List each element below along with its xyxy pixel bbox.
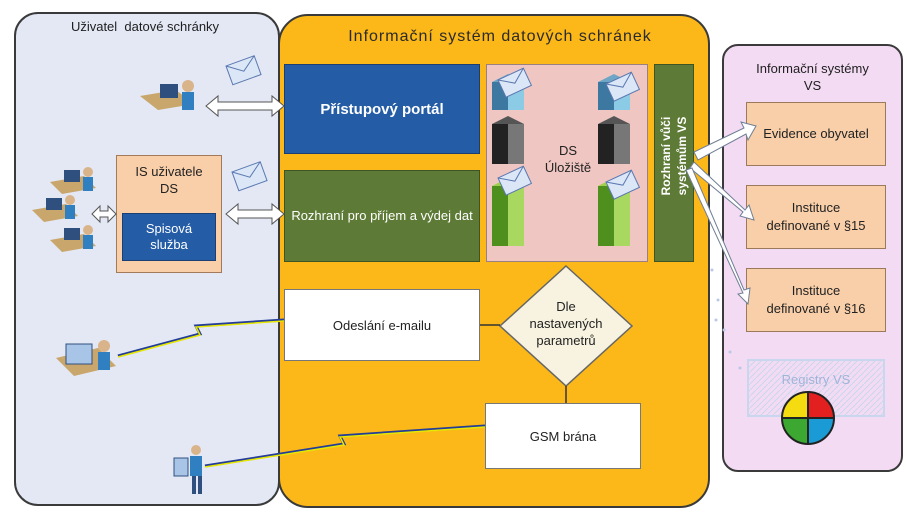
- flow-lines: [480, 324, 567, 403]
- vs-panel-title-line1: Informační systémy: [756, 61, 869, 76]
- decision-label: Dle nastavených parametrů: [506, 298, 626, 349]
- population-register-box: Evidence obyvatel: [746, 102, 886, 166]
- vs-interface-bar: [654, 64, 694, 262]
- institutions-16-line1: Instituce: [791, 283, 841, 298]
- decision-label-line2: nastavených: [529, 316, 603, 331]
- institutions-16-line2: definované v §16: [766, 301, 866, 316]
- storage-label: DS Úložiště: [540, 142, 596, 176]
- vs-panel-title-line2: VS: [803, 78, 822, 93]
- decision-label-line3: parametrů: [536, 333, 596, 348]
- isds-panel-title: Informační systém datových schránek: [348, 28, 652, 45]
- email-user-icon: [56, 340, 116, 376]
- institutions-15-line2: definované v §15: [766, 218, 866, 233]
- user-is-label: IS uživatele DS: [116, 163, 222, 197]
- user-panel-title: Uživatel datové schránky: [70, 19, 220, 34]
- user-is-label-line1: IS uživatele: [135, 164, 203, 179]
- gsm-gateway-box: GSM brána: [485, 403, 641, 469]
- registry-label: Registry VS: [781, 372, 851, 387]
- access-portal-box: Přístupový portál: [284, 64, 480, 154]
- institutions-15-box: Instituce definované v §15: [746, 185, 886, 249]
- email-send-box: Odeslání e-mailu: [284, 289, 480, 361]
- user-workstation-icon: [140, 80, 194, 110]
- double-arrow-users: [91, 204, 117, 224]
- lightning-links: [117, 318, 486, 468]
- mobile-user-icon: [173, 445, 202, 494]
- arrows-to-vs: [685, 121, 757, 306]
- storage-label-line2: Úložiště: [544, 160, 592, 175]
- faded-dots: [710, 268, 742, 370]
- vs-panel-title: Informační systémy VS: [730, 60, 895, 94]
- records-service-box: Spisová služba: [122, 213, 216, 261]
- double-arrow-portal: [205, 94, 285, 118]
- records-service-line1: Spisová: [145, 221, 193, 236]
- storage-label-line1: DS: [558, 143, 578, 158]
- envelope-icons: [225, 55, 641, 200]
- records-service-line2: služba: [150, 237, 188, 252]
- user-is-label-line2: DS: [159, 181, 179, 196]
- data-interface-box: Rozhraní pro příjem a výdej dat: [284, 170, 480, 262]
- decision-label-line1: Dle: [556, 299, 576, 314]
- institutions-15-line1: Instituce: [791, 200, 841, 215]
- double-arrow-interface: [225, 202, 285, 226]
- institutions-16-box: Instituce definované v §16: [746, 268, 886, 332]
- users-group-icon: [32, 167, 96, 252]
- registry-color-wheel-icon: [781, 391, 835, 445]
